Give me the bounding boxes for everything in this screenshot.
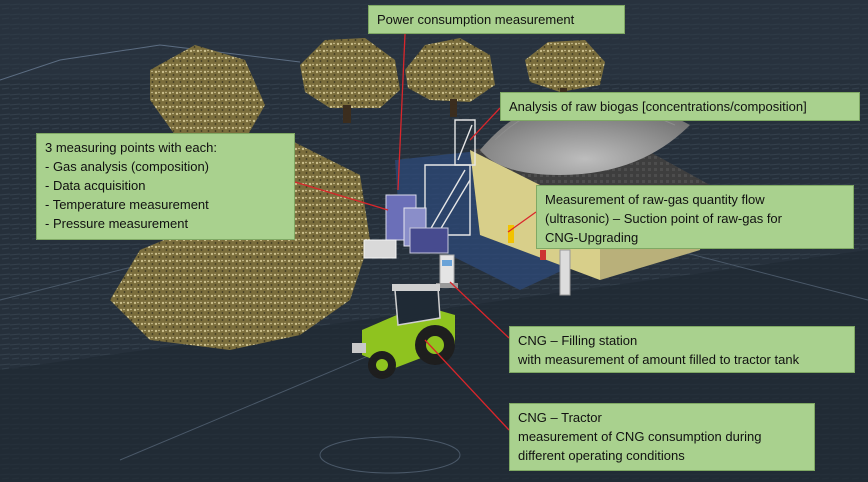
callout-line: CNG – Filling station [518,333,638,348]
leader-line-tractor [424,339,510,431]
tree-back-1 [300,38,400,123]
callout-line: - Data acquisition [45,178,146,193]
callout-line: CNG – Tractor [518,410,602,425]
callout-line: 3 measuring points with each: [45,140,217,155]
terrain-grid-line [0,44,301,81]
callout-line: CNG-Upgrading [545,230,639,245]
callout-measuring-points: 3 measuring points with each: - Gas anal… [36,133,295,240]
callout-line: - Temperature measurement [45,197,209,212]
terrain-circle-marking [319,436,461,474]
leader-line-measuring-points [294,181,389,211]
leader-line-analysis [469,107,501,141]
callout-line: different operating conditions [518,448,685,463]
callout-line: (ultrasonic) – Suction point of raw-gas … [545,211,782,226]
raw-gas-column [508,225,571,296]
measurement-containers [363,194,449,259]
callout-line: - Gas analysis (composition) [45,159,209,174]
leader-line-filling-station [449,281,510,339]
callout-cng-tractor: CNG – Tractor measurement of CNG consump… [509,403,815,471]
leader-lines [294,33,537,431]
callout-power-consumption: Power consumption measurement [368,5,625,34]
grain-field-patch [110,140,370,350]
callout-raw-biogas-analysis: Analysis of raw biogas [concentrations/c… [500,92,860,121]
callout-raw-gas-quantity-flow: Measurement of raw-gas quantity flow (ul… [536,185,854,249]
cng-tractor [352,284,455,379]
callout-line: - Pressure measurement [45,216,189,231]
callout-line: measurement of CNG consumption during [518,429,762,444]
callout-line: Power consumption measurement [377,12,575,27]
leader-line-power [397,33,406,191]
cng-filling-station [436,254,458,288]
callout-cng-filling-station: CNG – Filling station with measurement o… [509,326,855,373]
callout-line: with measurement of amount filled to tra… [518,352,800,367]
leader-line-quantity-flow [507,211,537,233]
tree-back-2 [405,38,495,117]
callout-line: Analysis of raw biogas [concentrations/c… [509,99,807,114]
callout-line: Measurement of raw-gas quantity flow [545,192,765,207]
